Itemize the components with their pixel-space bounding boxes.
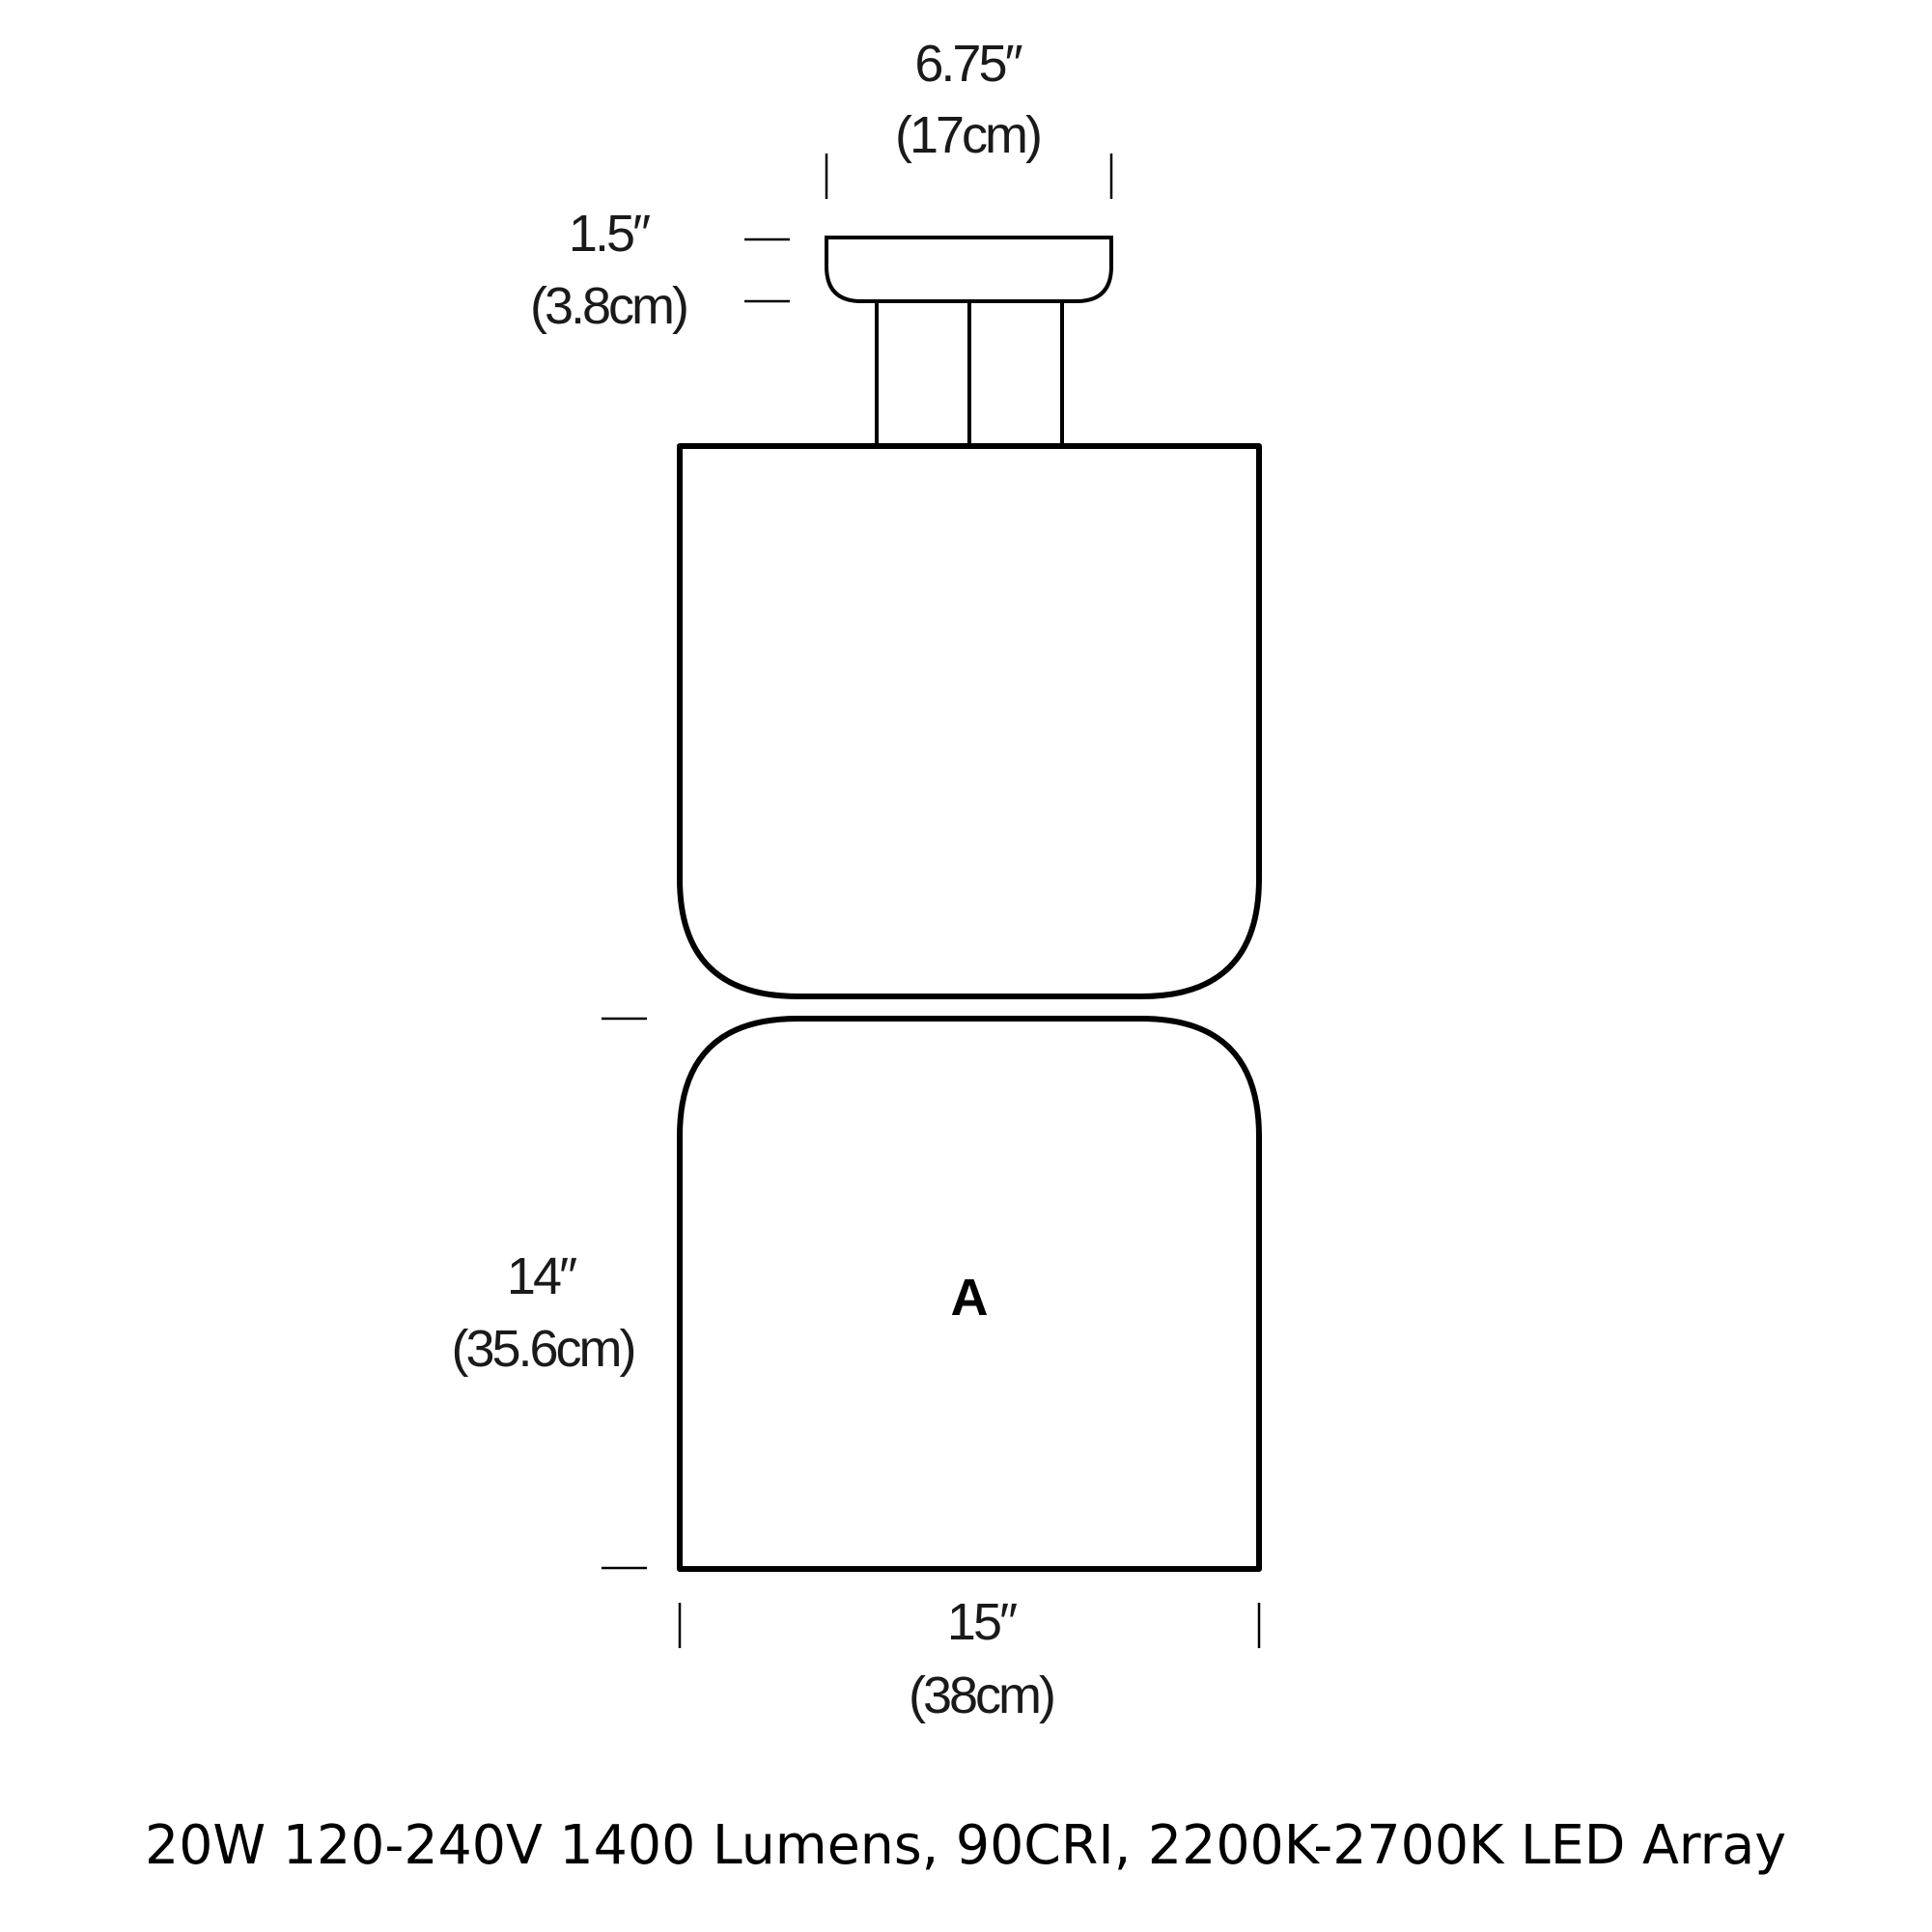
canopy-height-metric: (3.8cm) (530, 277, 686, 335)
upper-shade-outline (677, 443, 1262, 999)
shade-width-imperial: 15″ (947, 1593, 1018, 1651)
canopy-width-imperial: 6.75″ (914, 35, 1022, 93)
shade-height-imperial: 14″ (507, 1247, 577, 1305)
spec-line: 20W 120-240V 1400 Lumens, 90CRI, 2200K-2… (145, 1814, 1786, 1877)
shade-width-metric: (38cm) (909, 1666, 1053, 1724)
shade-label-a: A (951, 1269, 989, 1327)
shade-height-metric: (35.6cm) (451, 1320, 633, 1378)
lower-shade-outline (677, 1016, 1262, 1572)
canopy-height-imperial: 1.5″ (569, 205, 651, 263)
canopy-width-metric: (17cm) (895, 106, 1040, 164)
canopy-outline (825, 236, 1113, 303)
